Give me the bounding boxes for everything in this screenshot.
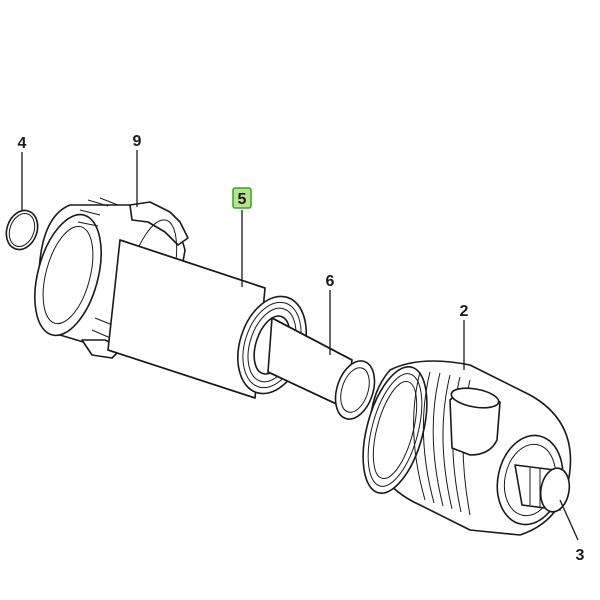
callout-4[interactable]: 4 (18, 135, 27, 152)
outlet-pipe-part[interactable] (514, 464, 573, 514)
callout-5[interactable]: 5 (238, 191, 247, 208)
housing-part[interactable] (351, 360, 572, 536)
leader-line-3 (559, 499, 579, 541)
callout-3[interactable]: 3 (576, 547, 585, 564)
callout-9[interactable]: 9 (133, 133, 142, 150)
safety-filter-element-part[interactable] (267, 317, 381, 424)
callout-5-highlight (232, 187, 252, 209)
callout-6[interactable]: 6 (326, 273, 335, 290)
callout-2[interactable]: 2 (460, 303, 469, 320)
o-ring-part[interactable] (1, 206, 43, 254)
end-cover-part[interactable] (23, 197, 189, 359)
